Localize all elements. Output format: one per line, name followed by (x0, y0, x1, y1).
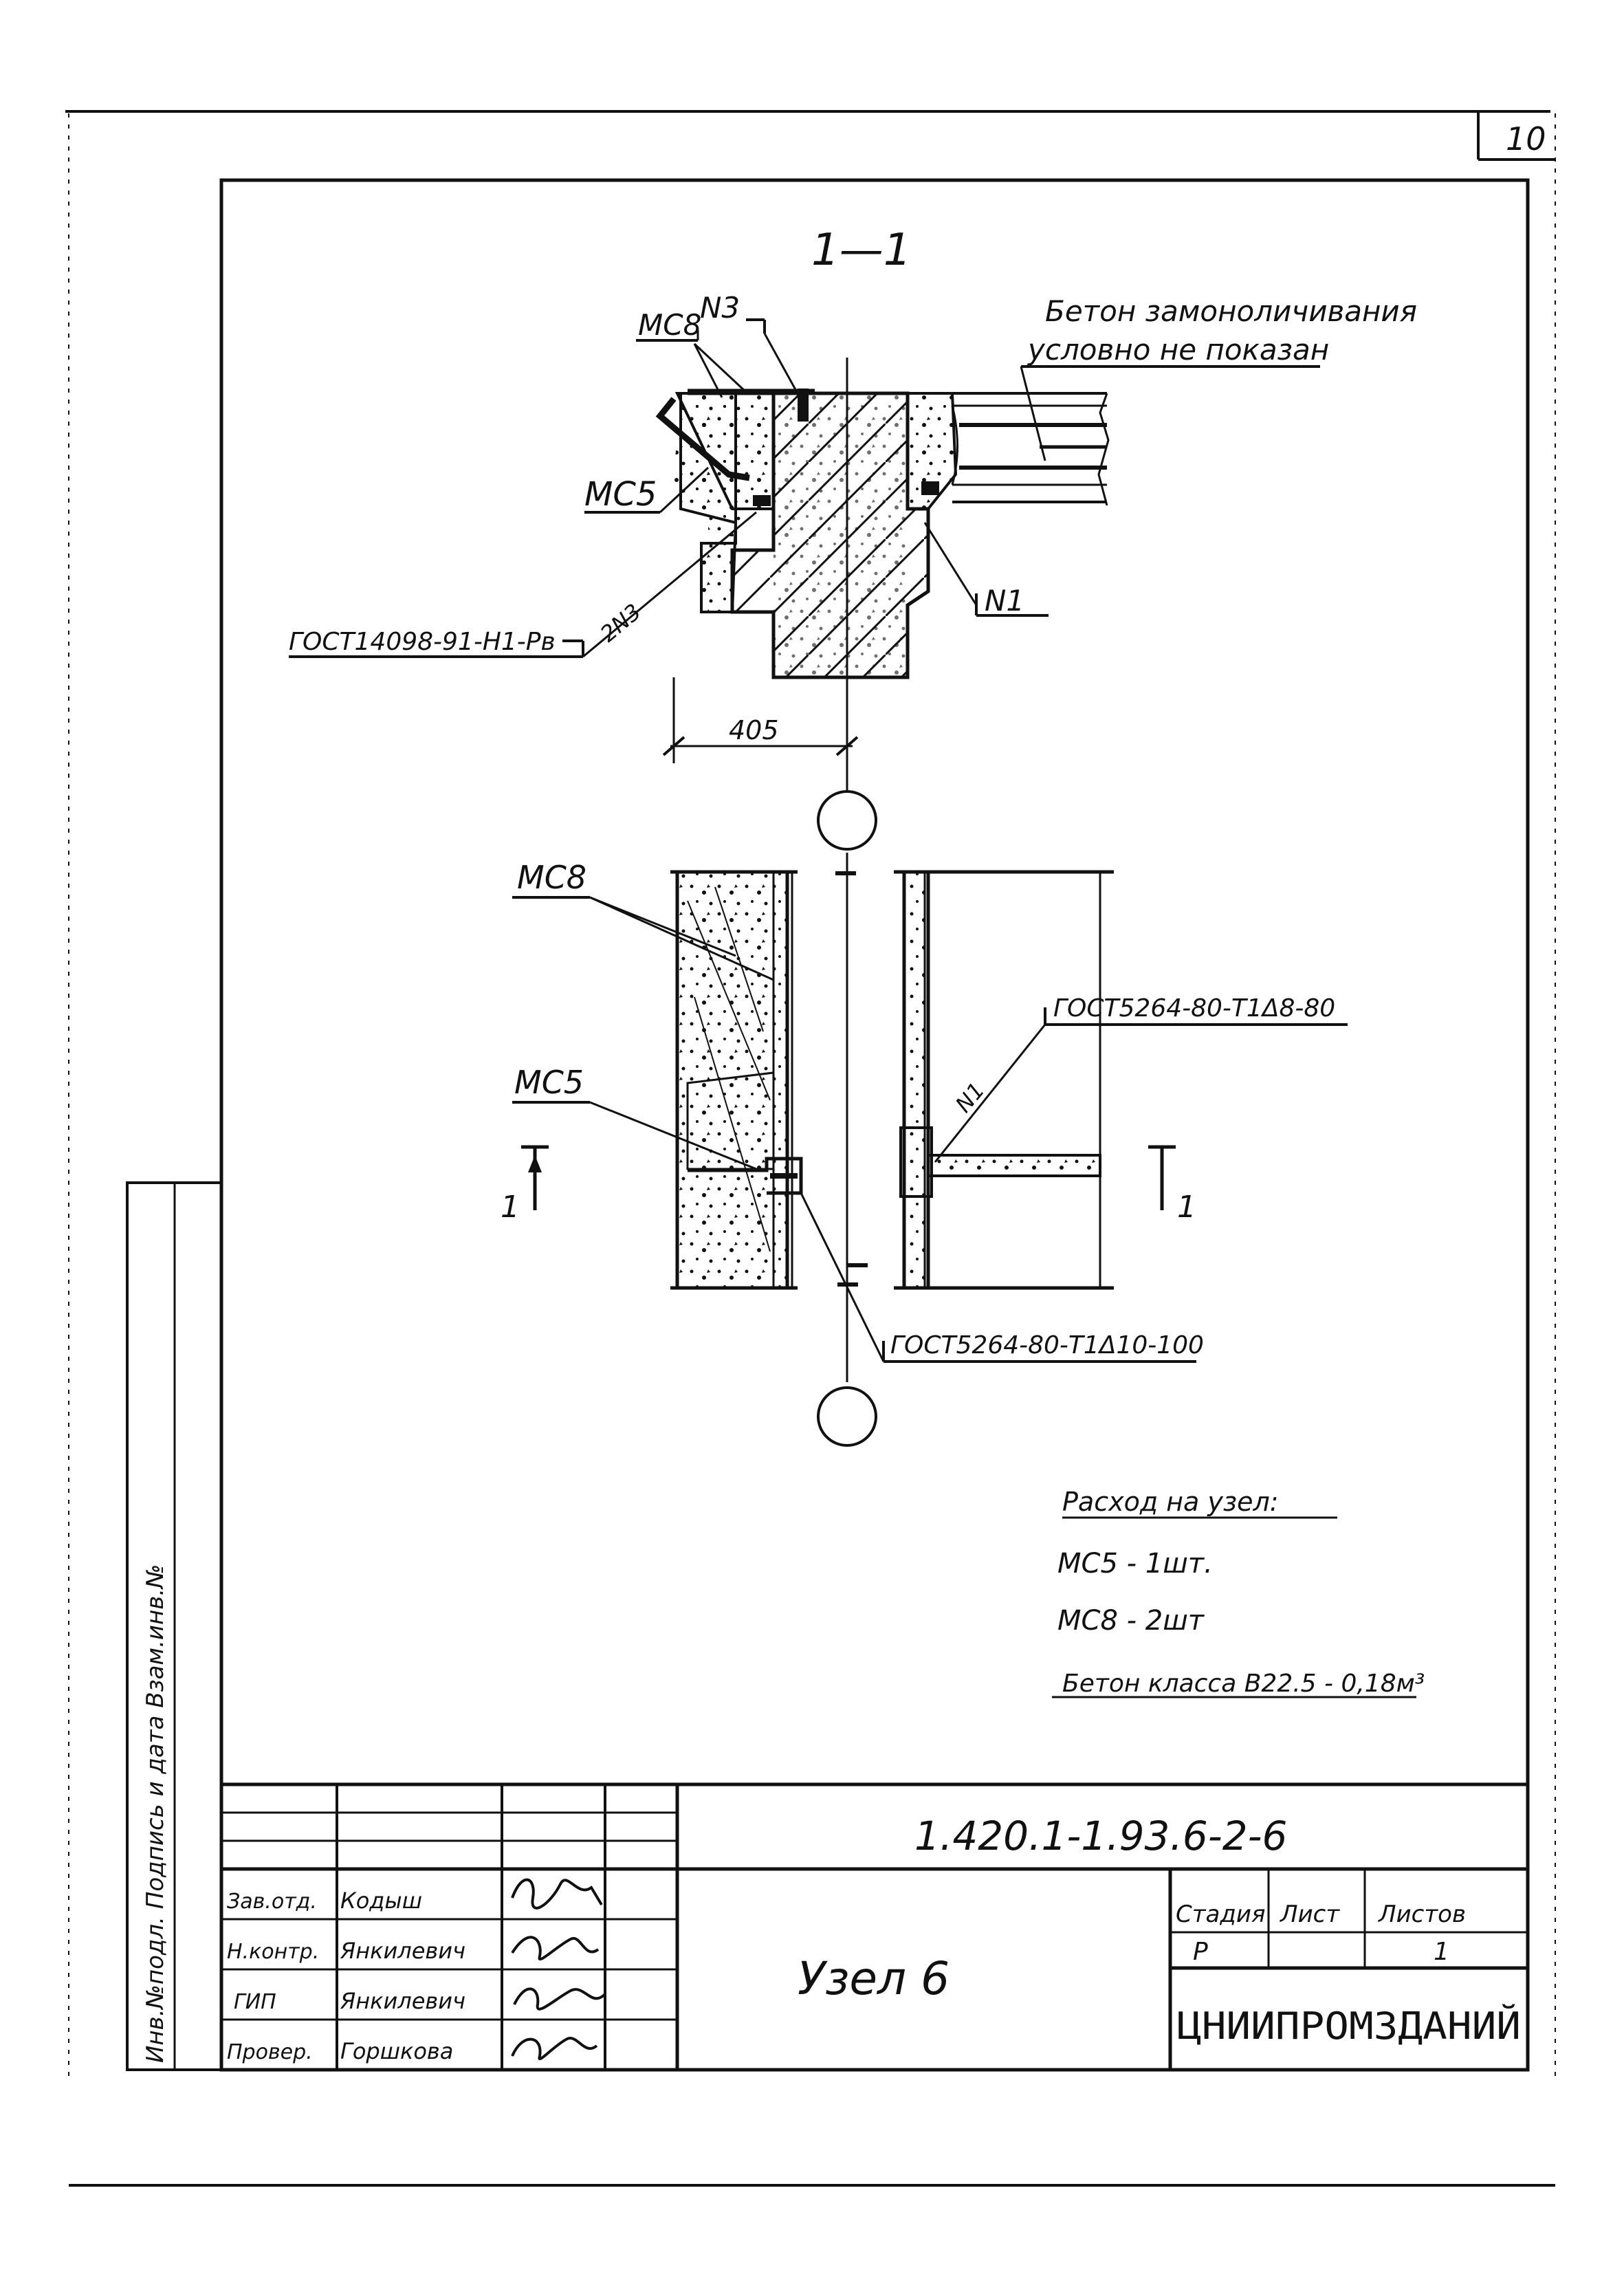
label-gost-top: ГОСТ5264-80-Т1Δ8-80 (1053, 994, 1335, 1023)
sheets-header: Листов (1377, 1901, 1466, 1928)
signature-3 (513, 1987, 606, 2011)
label-mc8-section: МС8 (638, 308, 701, 342)
section-1-1-drawing: 405 (655, 358, 1110, 851)
consumption-row-2: МС8 - 2шт (1057, 1605, 1205, 1637)
embedded-plate-mc5 (655, 397, 750, 481)
concrete-note-2: условно не показан (1027, 333, 1329, 367)
slab-end-right (906, 392, 958, 510)
side-stamp: Инв.№подл. Подпись и дата Взам.инв.№ (126, 1181, 223, 2071)
sheet-header: Лист (1279, 1901, 1340, 1928)
left-wall-panel (675, 870, 789, 1290)
axis-bubble-bottom (817, 1386, 877, 1447)
label-n3: N3 (700, 291, 740, 325)
label-n1-plan: N1 (950, 1078, 990, 1117)
signer-role-3: ГИП (234, 1990, 276, 2014)
signer-role-4: Провер. (227, 2040, 313, 2064)
plan-plate-mc5 (688, 1157, 803, 1195)
signer-name-4: Горшкова (340, 2038, 453, 2064)
sheet-number: 10 (1506, 120, 1546, 157)
stage-value: Р (1193, 1938, 1208, 1966)
signature-4 (511, 2037, 598, 2061)
plan-view-drawing (670, 853, 1114, 1447)
signer-role-1: Зав.отд. (227, 1890, 317, 1914)
label-mc5-plan: МС5 (514, 1064, 584, 1101)
slab-rib (927, 1154, 1101, 1177)
signature-1 (511, 1878, 603, 1910)
section-title: 1—1 (811, 225, 911, 276)
consumption-row-1: МС5 - 1шт. (1057, 1548, 1213, 1579)
drawing-code: 1.420.1-1.93.6-2-6 (914, 1813, 1287, 1859)
cut-mark-left-label: 1 (501, 1190, 520, 1225)
consumption-row-3: Бетон класса В22.5 - 0,18м³ (1062, 1670, 1425, 1698)
drawing-name: Узел 6 (798, 1952, 950, 2005)
dimension-value: 405 (729, 715, 779, 745)
label-n1-section: N1 (985, 584, 1024, 617)
label-mc8-plan: МС8 (517, 859, 586, 896)
stage-header: Стадия (1176, 1901, 1265, 1928)
label-gost-weld: ГОСТ14098-91-Н1-Рв (289, 628, 556, 656)
plan-view-callouts: МС8 МС5 ГОСТ5264-80-Т1Δ8-80 N1 ГОСТ5264-… (501, 859, 1348, 1363)
consumption-note: Расход на узел: МС5 - 1шт. МС8 - 2шт Бет… (1052, 1487, 1425, 1698)
label-mc5-section: МС5 (584, 475, 657, 514)
consumption-title: Расход на узел: (1062, 1487, 1279, 1517)
title-block (219, 1782, 1530, 2072)
signature-2 (511, 1936, 600, 1961)
organization: ЦНИИПРОМЗДАНИЙ (1177, 2004, 1521, 2048)
signer-name-1: Кодыш (340, 1888, 422, 1914)
side-stamp-text: Инв.№подл. Подпись и дата Взам.инв.№ (142, 1564, 169, 2063)
cut-mark-right-label: 1 (1177, 1190, 1196, 1225)
axis-bubble-top (817, 790, 877, 851)
sheets-value: 1 (1434, 1938, 1449, 1966)
label-gost-bottom: ГОСТ5264-80-Т1Δ10-100 (890, 1331, 1204, 1359)
signer-name-3: Янкилевич (340, 1988, 465, 2014)
signatures (511, 1878, 606, 2061)
signer-name-2: Янкилевич (340, 1938, 465, 1964)
signer-role-2: Н.контр. (227, 1940, 319, 1964)
concrete-note-1: Бетон замоноличивания (1045, 294, 1417, 328)
